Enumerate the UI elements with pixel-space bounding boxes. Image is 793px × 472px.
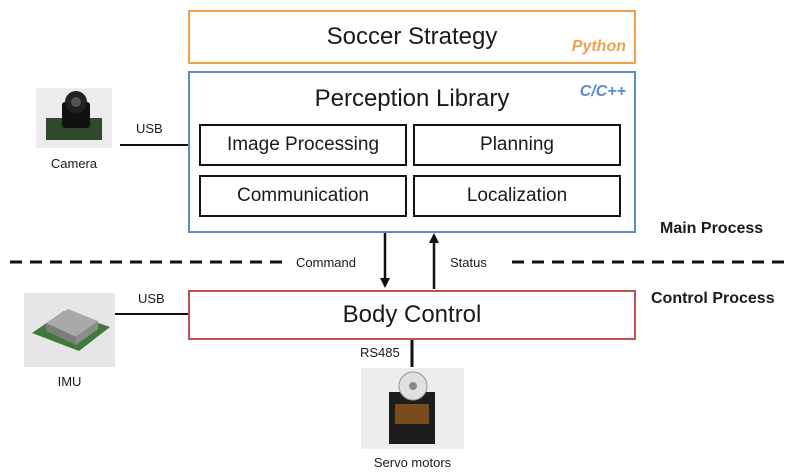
module-communication: Communication <box>199 175 407 217</box>
servo-icon <box>389 371 435 444</box>
command-label: Command <box>296 255 356 270</box>
imu-label: IMU <box>57 374 82 389</box>
body-control-box: Body Control <box>188 290 636 340</box>
camera-usb-label: USB <box>136 121 163 136</box>
imu-usb-label: USB <box>138 291 165 306</box>
servo-image <box>361 368 464 449</box>
camera-label: Camera <box>50 156 98 171</box>
imu-image <box>24 293 115 367</box>
module-localization: Localization <box>413 175 621 217</box>
camera-icon <box>46 91 102 140</box>
main-process-label: Main Process <box>660 220 764 237</box>
soccer-strategy-title: Soccer Strategy <box>326 23 498 50</box>
camera-image <box>36 88 112 148</box>
python-label: Python <box>571 38 626 55</box>
soccer-strategy-box: Soccer Strategy Python <box>188 10 636 64</box>
cpp-label: C/C++ <box>579 83 626 100</box>
perception-library-title: Perception Library <box>314 85 510 112</box>
control-process-label: Control Process <box>651 290 775 307</box>
perception-library-box: Perception Library C/C++ Image Processin… <box>188 71 636 233</box>
module-planning: Planning <box>413 124 621 166</box>
module-image-processing: Image Processing <box>199 124 407 166</box>
servo-rs485-label: RS485 <box>360 345 400 360</box>
servo-label: Servo motors <box>373 455 452 470</box>
imu-icon <box>32 309 110 351</box>
status-label: Status <box>450 255 487 270</box>
body-control-title: Body Control <box>342 301 482 328</box>
